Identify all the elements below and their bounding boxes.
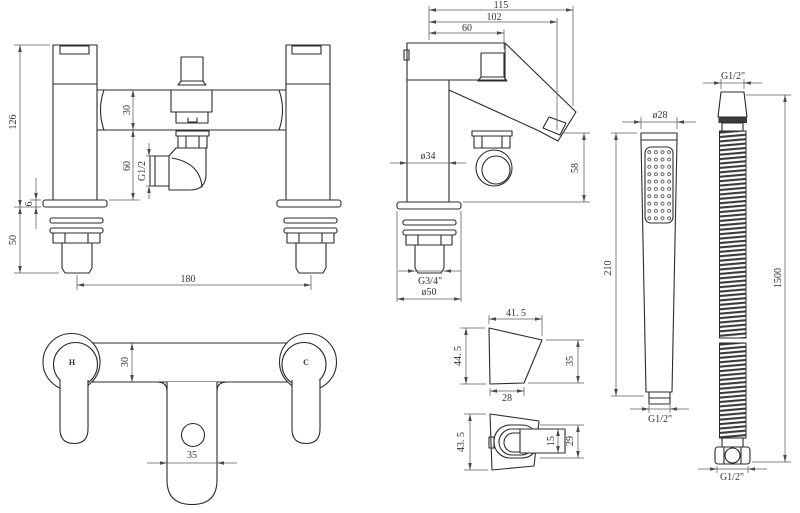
- hot-label: H: [69, 358, 76, 367]
- bracket-side-dimension-lines: [460, 315, 584, 396]
- side-view-dimension-lines: [390, 6, 590, 302]
- washer: [49, 227, 104, 234]
- washer: [283, 217, 338, 224]
- bracket-left-tab: [488, 436, 495, 449]
- bracket-side-arrowheads: [464, 317, 580, 393]
- handset-spray-nozzles: [647, 150, 672, 222]
- bracket-side-view: 41. 5 44. 5 35 28: [453, 308, 584, 404]
- hose-neck-bottom: [721, 437, 744, 448]
- dim-front-shank: 50: [8, 235, 19, 245]
- dim-bracket-bottom-width: 28: [502, 393, 512, 404]
- handset-connector: [648, 391, 671, 405]
- dim-bracket-right-height: 35: [565, 356, 576, 366]
- dim-side-spout-reach: 102: [487, 12, 502, 23]
- dim-bracket-slot: 15: [546, 436, 557, 446]
- bracket-front-dimension-lines: [464, 413, 584, 471]
- dim-plan-column-width: 35: [187, 450, 197, 461]
- shower-outlet-ring: [475, 149, 513, 187]
- plan-body-bar: [85, 342, 293, 383]
- washer: [283, 227, 338, 234]
- dim-side-handle-depth: 60: [462, 23, 472, 34]
- front-view: 126 6 50 30 60 G1/2 180: [8, 44, 342, 290]
- dim-side-overall-depth: 115: [494, 0, 509, 11]
- dim-handset-head-diameter: ø28: [653, 110, 668, 121]
- front-view-dimension-lines: [14, 44, 312, 290]
- cold-handle-lever: [291, 380, 321, 445]
- deck-flange-side: [396, 201, 462, 210]
- washer: [402, 219, 457, 226]
- dim-bracket-height: 44. 5: [453, 346, 464, 366]
- hose-joint-gap: [719, 338, 747, 343]
- dim-front-deck-plate: 6: [24, 202, 35, 207]
- plan-outlet-hole: [180, 422, 206, 448]
- plan-center-column: [166, 382, 218, 506]
- dim-front-outlet-drop: 60: [122, 161, 133, 171]
- side-view-outline: [403, 42, 577, 274]
- dim-bracket-opening: 29: [565, 436, 576, 446]
- washer: [49, 217, 104, 224]
- hose-joint-lines: [718, 337, 747, 344]
- hose-nut-face: [724, 447, 741, 464]
- dim-bracket-top-width: 41. 5: [506, 308, 526, 319]
- hose-view: G1/2" 1500 G1/2": [698, 71, 791, 483]
- plan-fillets: [158, 381, 226, 392]
- bracket-front-outline: [489, 413, 540, 471]
- dim-hose-bottom-thread: G1/2": [720, 472, 744, 483]
- bracket-side-outline: [488, 327, 543, 385]
- deck-flange-left: [42, 199, 108, 208]
- handset-outline: [640, 132, 678, 399]
- dim-front-centres: 180: [181, 274, 196, 285]
- dim-hose-top-thread: G1/2": [721, 71, 745, 82]
- washer: [402, 229, 457, 236]
- shower-outlet-ring-inner: [481, 155, 511, 185]
- hose-ribbed-tube: [719, 130, 747, 439]
- dim-front-height: 126: [8, 115, 19, 130]
- dim-side-spout-height: 58: [570, 163, 581, 173]
- hose-neck-top: [721, 122, 744, 132]
- cold-label: C: [303, 358, 309, 367]
- plan-view: H C 30 35: [42, 332, 338, 506]
- dim-side-shank-thread: G3/4": [418, 276, 442, 287]
- deck-flange-right: [276, 199, 342, 208]
- hose-top-cone: [717, 91, 748, 118]
- hose-nut: [714, 446, 751, 465]
- dim-plan-body-width: 30: [120, 357, 131, 367]
- bracket-front-view: 43. 5 15 29: [456, 413, 584, 471]
- dim-side-base-diameter: ø50: [422, 287, 437, 298]
- hose-cone-band: [718, 117, 747, 123]
- dim-side-body-diameter: ø34: [421, 151, 436, 162]
- dim-handset-length: 210: [603, 261, 614, 276]
- hose-dimension-lines: [698, 79, 791, 473]
- hot-handle-lever: [59, 380, 89, 445]
- dim-front-outlet-thread: G1/2: [137, 161, 148, 181]
- dim-bracket-front-height: 43. 5: [456, 432, 467, 452]
- hot-handle-inner: [52, 341, 99, 388]
- dim-handset-thread: G1/2": [648, 414, 672, 425]
- dim-hose-length: 1500: [773, 268, 784, 288]
- dim-front-body: 30: [122, 105, 133, 115]
- handset-view: ø28 210 G1/2": [603, 110, 696, 425]
- hose-nut-flats: [723, 446, 742, 465]
- front-view-outline: [52, 44, 335, 274]
- side-view: 115 102 60 ø34 58 G3/4" ø50: [390, 0, 590, 302]
